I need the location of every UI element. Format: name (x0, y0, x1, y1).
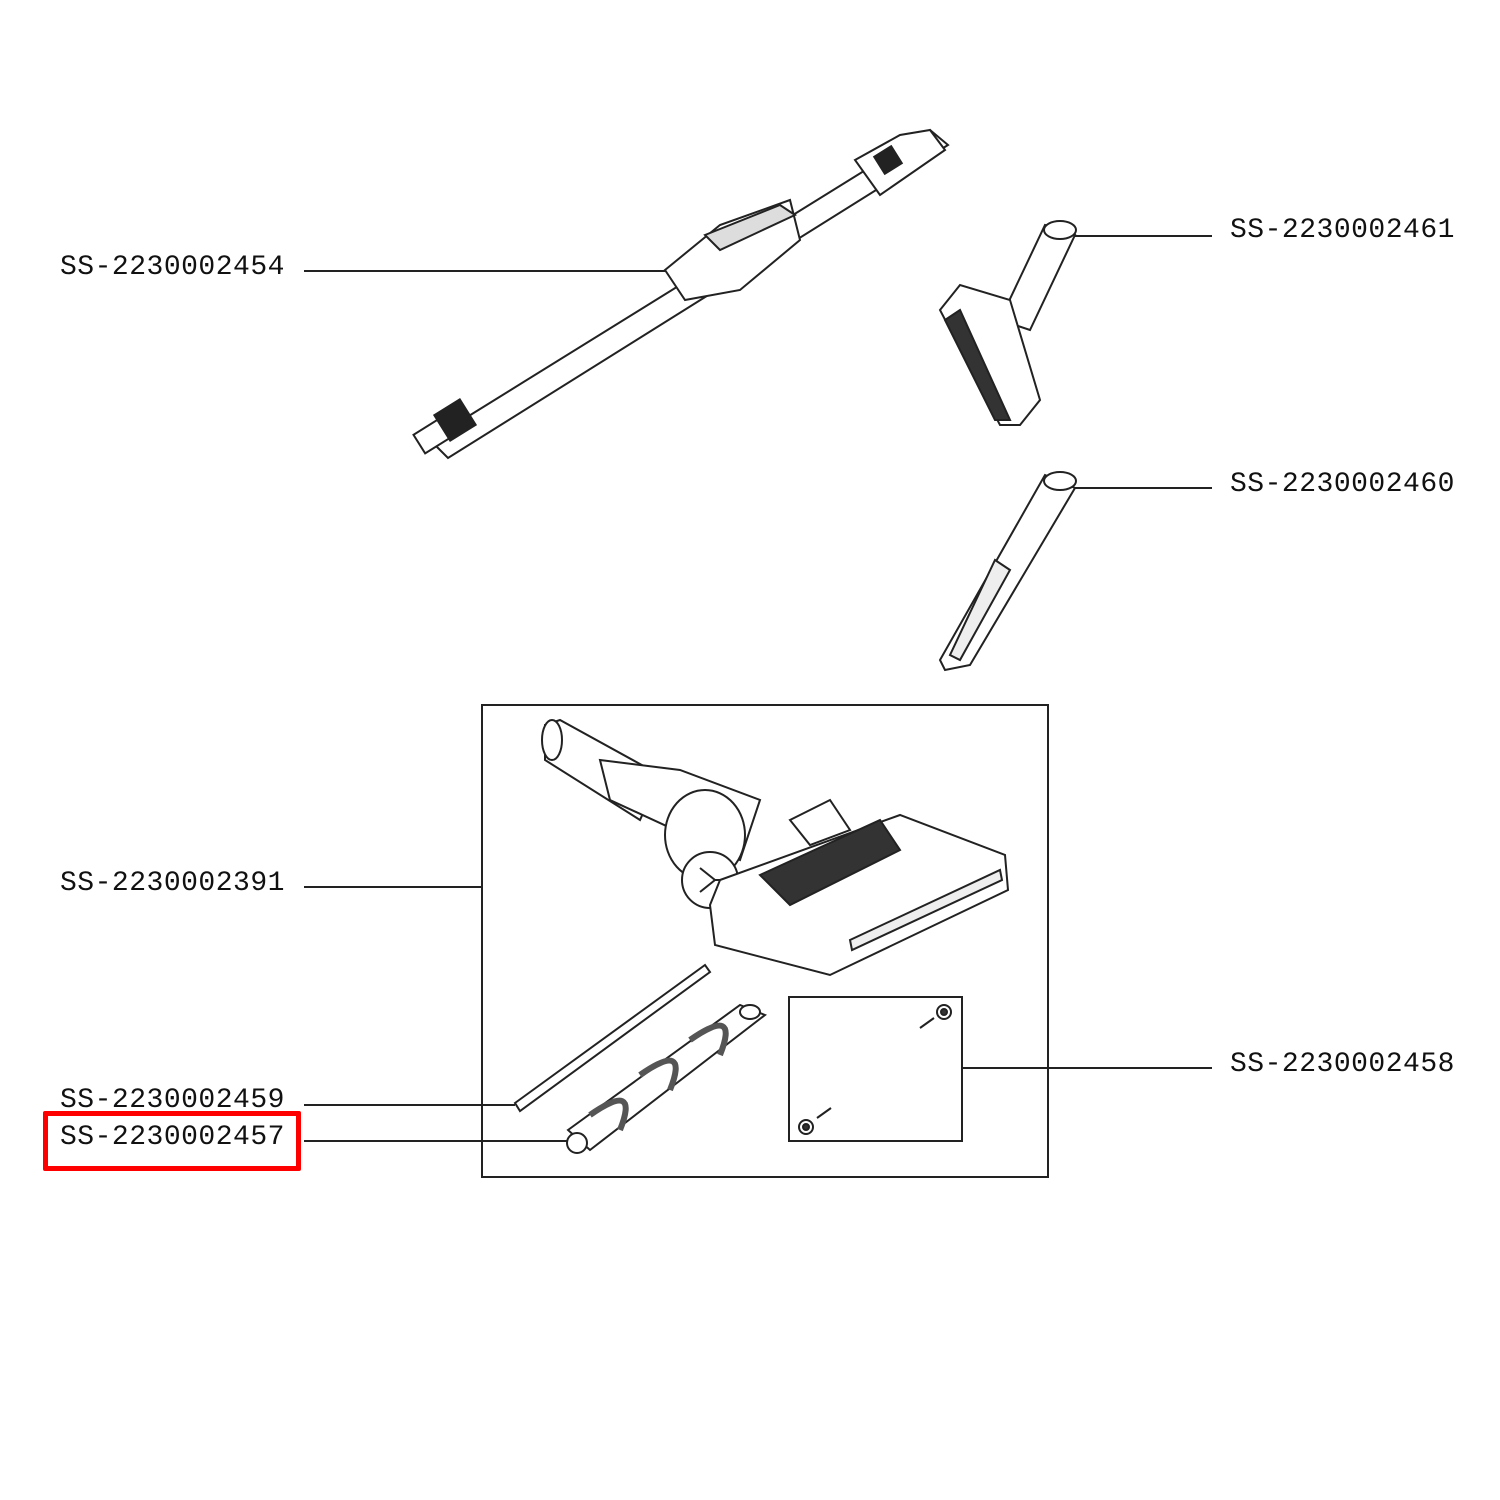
part-label-tube[interactable]: SS-2230002454 (60, 252, 285, 283)
part-label-upholstery-tool[interactable]: SS-2230002461 (1230, 215, 1455, 246)
tube-part (412, 128, 950, 460)
wheels-kit-part (798, 1004, 952, 1135)
floor-nozzle-part (541, 718, 1010, 977)
brush-roll-part (566, 1003, 767, 1154)
crevice-tool-part (938, 471, 1077, 672)
part-label-floor-nozzle[interactable]: SS-2230002391 (60, 868, 285, 899)
upholstery-tool-part (938, 220, 1077, 426)
wheels-kit-frame (788, 996, 963, 1142)
part-label-wheels-kit[interactable]: SS-2230002458 (1230, 1049, 1455, 1080)
floor-nozzle-frame (481, 704, 1049, 1178)
part-label-strip[interactable]: SS-2230002459 (60, 1085, 285, 1116)
strip-part (513, 963, 712, 1113)
highlight-box (43, 1111, 301, 1171)
part-label-brush-roll[interactable]: SS-2230002457 (60, 1122, 285, 1153)
part-label-crevice-tool[interactable]: SS-2230002460 (1230, 469, 1455, 500)
